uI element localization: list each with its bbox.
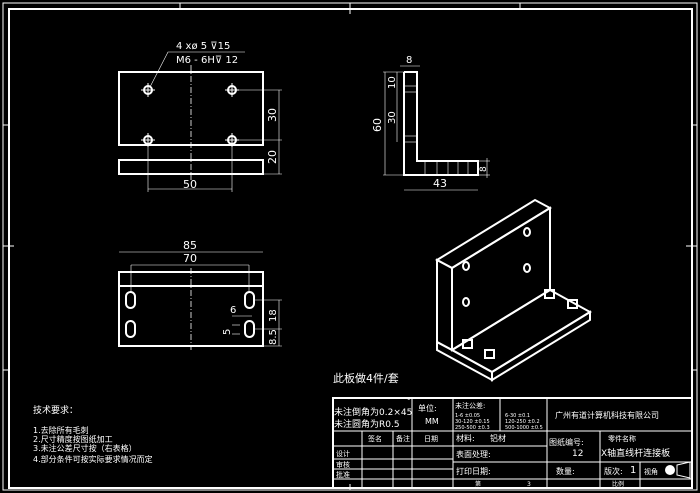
approver-label: 批准: [336, 470, 350, 479]
tech-req-item: 2.尺寸精度按图纸加工: [33, 434, 113, 444]
dim-thickness: 8: [406, 55, 412, 66]
part-name-value: X轴直线杆连接板: [601, 447, 670, 459]
slot-hole: [125, 291, 136, 309]
col-signature: 签名: [368, 434, 382, 443]
dim-top: 10: [387, 76, 398, 89]
dim-width: 50: [183, 178, 197, 191]
unit-value: MM: [425, 417, 439, 426]
col-remark: 备注: [396, 434, 410, 443]
view-angle-label: 视角: [644, 467, 658, 476]
slot-hole: [125, 320, 136, 338]
isometric-view: [434, 198, 592, 382]
chamfer-note: 未注倒角为0.2×45: [334, 406, 412, 418]
unit-label: 单位:: [418, 403, 437, 413]
dim-edge: 20: [266, 150, 279, 164]
slot-hole: [244, 320, 255, 338]
version-label: 版次:: [604, 466, 623, 476]
tolerance-item: 250-500 ±0.3: [455, 425, 490, 431]
checker-label: 审核: [336, 460, 350, 469]
tolerance-item: 30-120 ±0.15: [455, 419, 490, 425]
dim-length: 43: [433, 177, 447, 190]
drawing-no-value: 12: [572, 449, 583, 459]
dim-slot-height: 5: [222, 329, 233, 335]
title-block: 未注倒角为0.2×45 ° 未注圆角为R0.5 单位: MM 未注公差: 1-6…: [332, 397, 693, 489]
tech-req-item: 3.未注公差尺寸按（右表格）: [33, 443, 137, 453]
tech-req-item: 4.部分条件可按实际要求情况而定: [33, 454, 153, 464]
tolerance-item: 120-250 ±0.2: [505, 419, 540, 425]
tolerance-title: 未注公差:: [455, 401, 485, 410]
threaded-hole: [141, 83, 155, 97]
dim-hole-spacing: 30: [266, 108, 279, 122]
dim-slot-vert: 18: [268, 309, 279, 322]
tolerance-item: 1-6 ±0.05: [455, 413, 480, 419]
tolerance-item: 500-1000 ±0.5: [505, 425, 543, 431]
dim-slot-spacing: 70: [183, 252, 197, 265]
tech-req-title: 技术要求：: [33, 404, 78, 416]
side-view: 8 60 10 30 43 8: [371, 55, 490, 191]
material-label: 材料:: [456, 433, 475, 443]
page-label: 第: [475, 480, 481, 488]
hole-callout-depth: 4 xø 5 ⊽15: [176, 41, 230, 52]
tech-req-item: 1.去除所有毛刺: [33, 425, 89, 435]
dim-slot-width: 6: [230, 305, 236, 316]
page-value: 3: [527, 481, 531, 488]
threaded-hole: [141, 133, 155, 147]
quantity-note: 此板做4件/套: [333, 371, 399, 385]
hole-callout-thread: M6 - 6H⊽ 12: [176, 55, 238, 66]
drawing-no-label: 图纸编号:: [549, 437, 584, 447]
designer-label: 设计: [336, 449, 350, 458]
dim-bottom: 8.5: [268, 329, 279, 345]
version-value: 1: [630, 465, 636, 476]
surface-label: 表面处理:: [456, 449, 491, 459]
company-name: 广州有道计算机科技有限公司: [555, 410, 659, 420]
tolerance-item: 6-30 ±0.1: [505, 413, 530, 419]
top-view: 4 xø 5 ⊽15 M6 - 6H⊽ 12 50 30 20: [118, 41, 282, 192]
degree-symbol: °: [407, 397, 411, 405]
dim-overall: 85: [183, 239, 197, 252]
dim-height: 60: [371, 118, 384, 132]
print-date-label: 打印日期:: [456, 466, 491, 476]
dim-spacing: 30: [387, 111, 398, 124]
projection-symbol-icon: [665, 461, 691, 479]
front-view: 85 70 6 5 18 8.5: [118, 239, 282, 350]
dim-base: 8: [479, 166, 489, 172]
col-date: 日期: [424, 435, 438, 443]
material-value: 铝材: [490, 433, 506, 443]
slot-hole: [244, 291, 255, 309]
technical-requirements: 技术要求： 1.去除所有毛刺 2.尺寸精度按图纸加工 3.未注公差尺寸按（右表格…: [33, 404, 153, 464]
quantity-label: 数量:: [556, 466, 575, 476]
ratio-label: 比例: [612, 480, 624, 488]
part-name-label: 零件名称: [608, 434, 636, 443]
fillet-note: 未注圆角为R0.5: [334, 418, 400, 430]
